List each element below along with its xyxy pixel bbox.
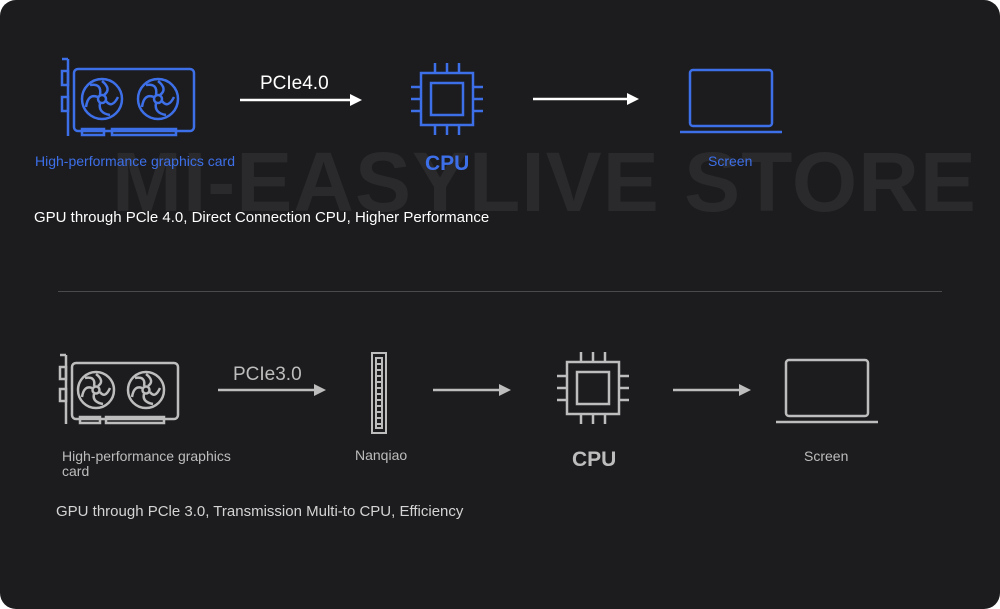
cpu-label: CPU bbox=[572, 448, 617, 471]
bridge-label: Nanqiao bbox=[355, 447, 408, 463]
screen-label: Screen bbox=[708, 153, 753, 169]
arrow-icon bbox=[673, 384, 751, 396]
bridge-chip-icon bbox=[371, 352, 387, 434]
link-label: PCIe3.0 bbox=[233, 364, 302, 385]
gpu-label-line2: card bbox=[62, 463, 90, 479]
gpu-label: High-performance graphics bbox=[62, 448, 231, 464]
arrow-icon bbox=[240, 94, 362, 106]
arrow-icon bbox=[433, 384, 511, 396]
caption: GPU through PCle 4.0, Direct Connection … bbox=[34, 209, 490, 226]
arrow-icon bbox=[218, 384, 326, 396]
laptop-icon bbox=[680, 68, 782, 134]
gpu-label: High-performance graphics card bbox=[35, 153, 235, 169]
cpu-chip-icon bbox=[557, 352, 629, 424]
graphics-card-icon bbox=[60, 57, 196, 137]
cpu-label: CPU bbox=[425, 152, 470, 175]
divider bbox=[58, 291, 942, 292]
arrow-icon bbox=[533, 93, 639, 105]
cpu-chip-icon bbox=[411, 63, 483, 135]
link-label: PCIe4.0 bbox=[260, 73, 329, 94]
screen-label: Screen bbox=[804, 448, 849, 464]
graphics-card-icon bbox=[58, 353, 180, 425]
caption: GPU through PCle 3.0, Transmission Multi… bbox=[56, 503, 464, 520]
laptop-icon bbox=[776, 358, 878, 424]
watermark: MI-EASYLIVE STORE bbox=[112, 135, 977, 229]
